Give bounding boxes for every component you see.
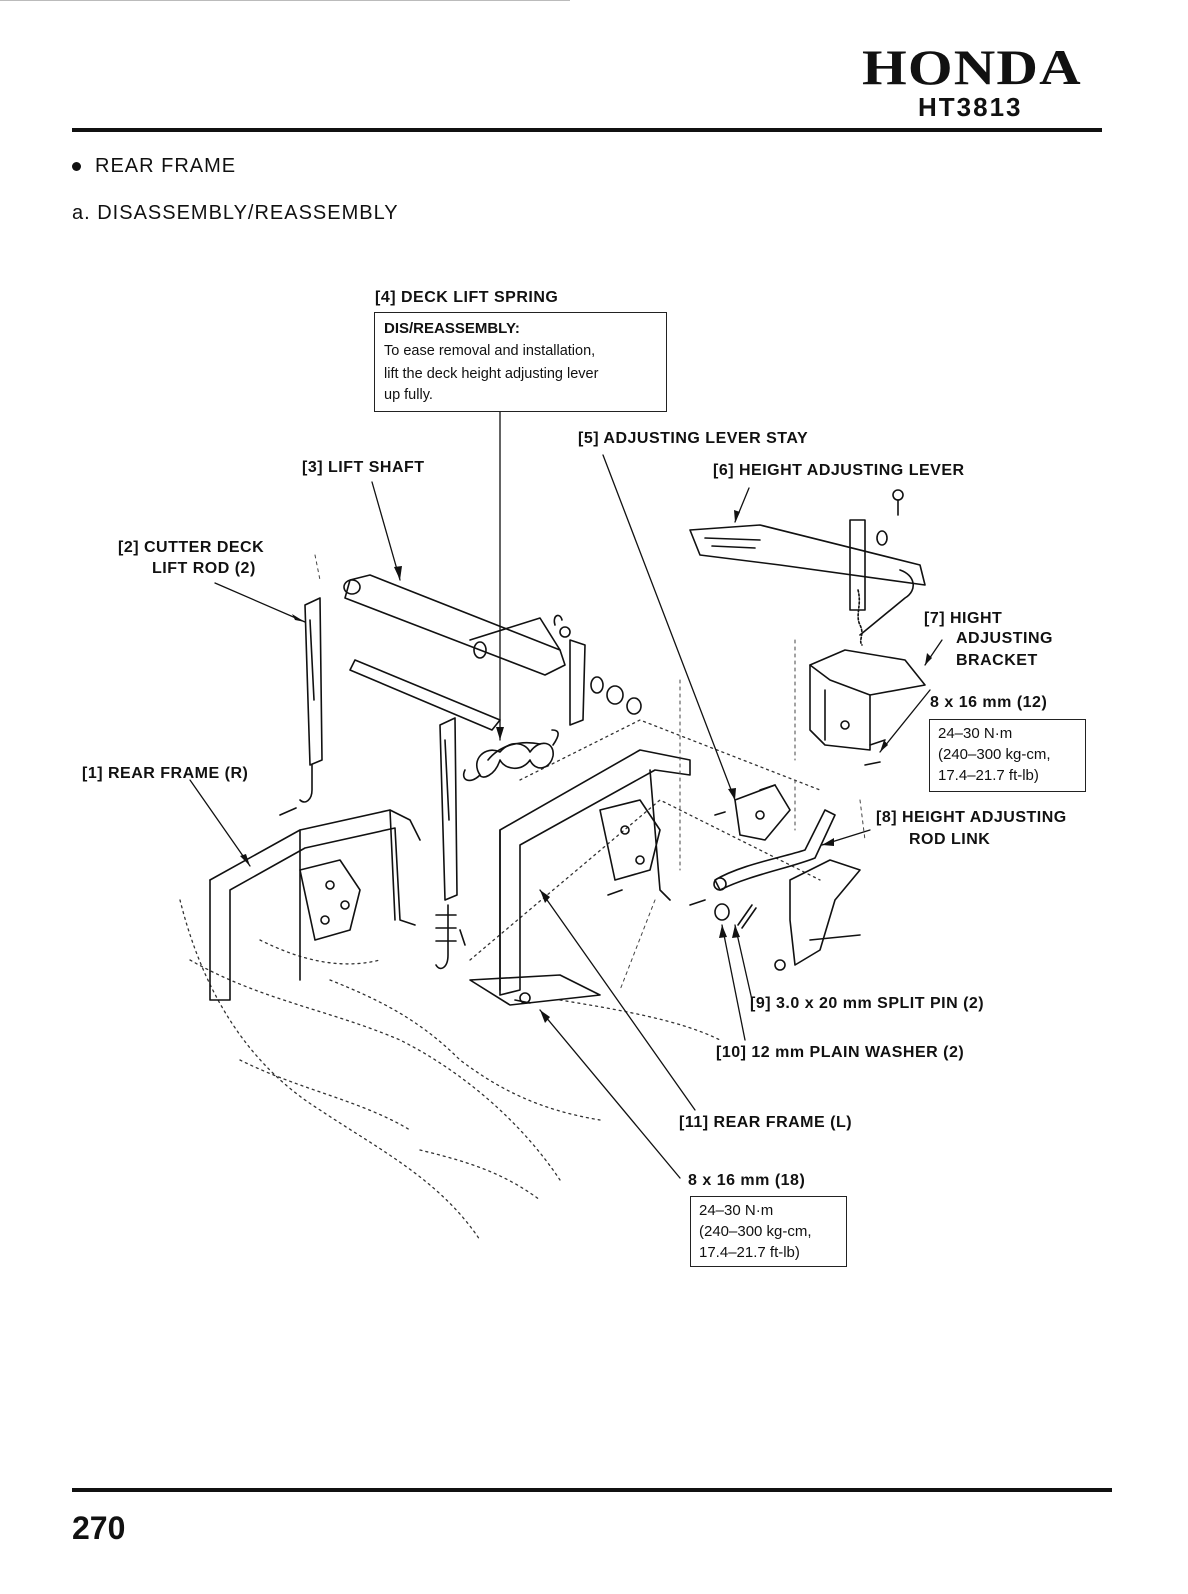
rear-frame-l-shape bbox=[469, 749, 691, 1006]
callout-height-adjusting-rod-link-line1: [8] HEIGHT ADJUSTING bbox=[876, 809, 1067, 826]
rear-frame-r-shape bbox=[209, 809, 421, 1001]
lift-shaft-shape bbox=[343, 574, 642, 731]
arrowheads bbox=[240, 510, 932, 1023]
torque-a-line-3: 17.4–21.7 ft-lb) bbox=[938, 767, 1039, 784]
note-line-3: up fully. bbox=[384, 387, 433, 403]
callout-hight-adjusting-bracket-line3: BRACKET bbox=[956, 652, 1038, 669]
tractor-body-outline bbox=[179, 719, 821, 1241]
callout-lift-shaft: [3] LIFT SHAFT bbox=[302, 459, 425, 476]
plain-washer-shape bbox=[714, 903, 730, 921]
split-pin-shape bbox=[737, 904, 757, 929]
torque-a-line-2: (240–300 kg-cm, bbox=[938, 746, 1051, 763]
disassembly-note-box: DIS/REASSEMBLY: To ease removal and inst… bbox=[374, 312, 667, 412]
bolt-spec-a: 8 x 16 mm (12) bbox=[930, 694, 1048, 711]
section-subtitle: a. DISASSEMBLY/REASSEMBLY bbox=[72, 202, 399, 224]
callout-height-adjusting-rod-link-line2: ROD LINK bbox=[909, 831, 991, 848]
torque-spec-box-a: 24–30 N·m (240–300 kg-cm, 17.4–21.7 ft-l… bbox=[929, 719, 1086, 792]
deck-lift-spring-shape bbox=[462, 729, 559, 782]
height-adjusting-lever-shape bbox=[689, 489, 926, 646]
callout-hight-adjusting-bracket-line1: [7] HIGHT bbox=[924, 610, 1003, 627]
note-heading: DIS/REASSEMBLY: bbox=[384, 320, 520, 337]
scan-edge-line bbox=[0, 0, 570, 1]
callout-adjusting-lever-stay: [5] ADJUSTING LEVER STAY bbox=[578, 430, 809, 447]
callout-cutter-deck-lift-rod-line1: [2] CUTTER DECK bbox=[118, 539, 265, 556]
bullet-icon bbox=[72, 162, 81, 172]
callout-rear-frame-r: [1] REAR FRAME (R) bbox=[82, 765, 249, 782]
lower-bracket-shape bbox=[774, 859, 861, 971]
height-adjusting-rod-link-shape bbox=[713, 809, 836, 891]
cutter-deck-lift-rods bbox=[299, 597, 458, 970]
torque-b-line-2: (240–300 kg-cm, bbox=[699, 1223, 812, 1240]
bolt-spec-b: 8 x 16 mm (18) bbox=[688, 1172, 806, 1189]
callout-hight-adjusting-bracket-line2: ADJUSTING bbox=[956, 630, 1053, 647]
torque-b-line-1: 24–30 N·m bbox=[699, 1202, 774, 1219]
callout-plain-washer: [10] 12 mm PLAIN WASHER (2) bbox=[716, 1044, 965, 1061]
leader-lines bbox=[189, 411, 943, 1179]
bolt-shapes bbox=[279, 739, 886, 1004]
note-line-1: To ease removal and installation, bbox=[384, 343, 596, 359]
callout-rear-frame-l: [11] REAR FRAME (L) bbox=[679, 1114, 853, 1131]
brand-logo: HONDA bbox=[862, 39, 1082, 95]
callout-cutter-deck-lift-rod-line2: LIFT ROD (2) bbox=[152, 560, 256, 577]
note-line-2: lift the deck height adjusting lever bbox=[384, 366, 599, 382]
header-rule bbox=[72, 128, 1102, 132]
torque-a-line-1: 24–30 N·m bbox=[938, 725, 1013, 742]
torque-spec-box-b: 24–30 N·m (240–300 kg-cm, 17.4–21.7 ft-l… bbox=[690, 1196, 847, 1267]
alignment-lines bbox=[314, 554, 866, 991]
callout-deck-lift-spring: [4] DECK LIFT SPRING bbox=[375, 289, 559, 306]
model-number: HT3813 bbox=[918, 92, 1023, 122]
callout-split-pin: [9] 3.0 x 20 mm SPLIT PIN (2) bbox=[750, 995, 985, 1012]
torque-b-line-3: 17.4–21.7 ft-lb) bbox=[699, 1244, 800, 1261]
footer-rule bbox=[72, 1488, 1112, 1492]
section-title: REAR FRAME bbox=[72, 155, 236, 178]
callout-height-adjusting-lever: [6] HEIGHT ADJUSTING LEVER bbox=[713, 462, 965, 479]
page-number: 270 bbox=[72, 1510, 126, 1546]
height-adjusting-bracket-shape bbox=[809, 649, 926, 751]
adjusting-lever-stay-shape bbox=[734, 784, 791, 841]
